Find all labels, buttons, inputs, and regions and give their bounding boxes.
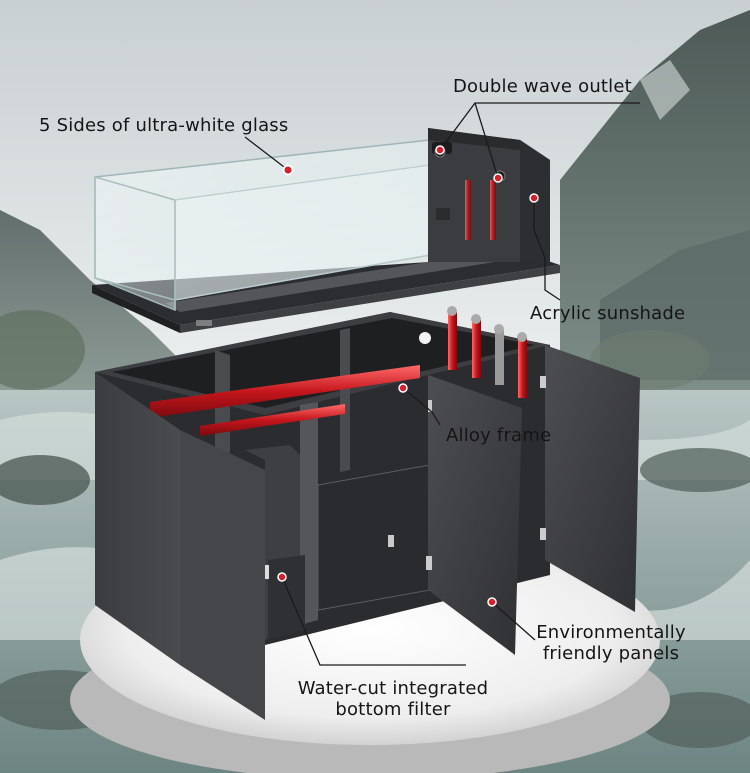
panels-label-line2: friendly panels [542, 643, 680, 664]
outlet-label: Double wave outlet [453, 76, 632, 97]
filter-label: Water-cut integrated bottom filter [286, 678, 500, 720]
filter-marker [277, 572, 287, 582]
outlet-marker-1 [435, 145, 445, 155]
sunshade-callout-line [533, 198, 561, 301]
filter-label-line1: Water-cut integrated [297, 678, 489, 699]
sunshade-label: Acrylic sunshade [530, 303, 686, 324]
frame-marker [398, 383, 408, 393]
panels-label-line1: Environmentally [536, 622, 686, 643]
glass-callout-line [244, 136, 289, 171]
panels-label: Environmentally friendly panels [527, 622, 695, 664]
panels-marker [487, 597, 497, 607]
frame-callout-line [402, 387, 441, 426]
outlet-callout-line-2 [474, 102, 499, 179]
filter-callout-line [281, 576, 466, 666]
callout-markers [277, 145, 539, 607]
callout-lines [244, 102, 640, 666]
glass-label: 5 Sides of ultra-white glass [39, 115, 289, 136]
sunshade-marker [529, 193, 539, 203]
aquarium-tank [92, 128, 560, 333]
outlet-marker-2 [493, 173, 503, 183]
glass-marker [282, 164, 294, 176]
cabinet [95, 306, 640, 720]
panels-callout-line [491, 601, 536, 641]
filter-label-line2: bottom filter [335, 699, 451, 720]
frame-label: Alloy frame [446, 425, 552, 446]
